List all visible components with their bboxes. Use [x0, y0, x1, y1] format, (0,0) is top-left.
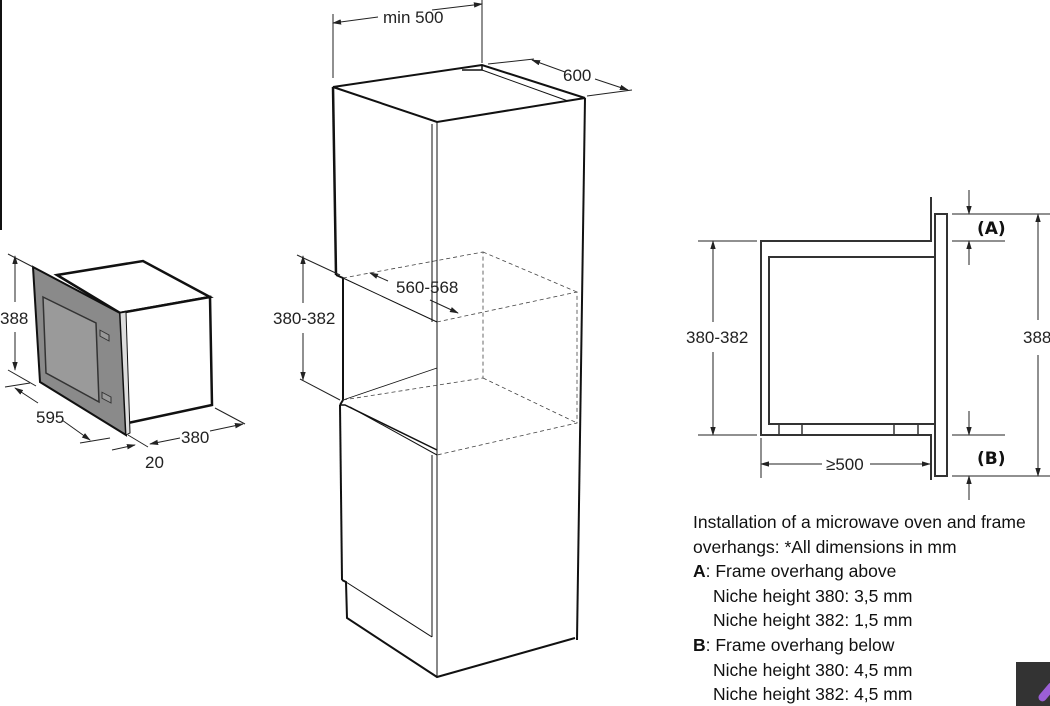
side-niche-height-label: 380-382 — [686, 328, 748, 347]
installation-notes: Installation of a microwave oven and fra… — [693, 510, 1026, 706]
note-b-heading: B: Frame overhang below — [693, 633, 1026, 658]
note-b-title: : Frame overhang below — [705, 634, 895, 655]
note-b-382: Niche height 382: 4,5 mm — [713, 684, 913, 705]
note-a-heading: A: Frame overhang above — [693, 559, 1026, 584]
microwave-height-label: 388 — [0, 309, 28, 328]
microwave-frame-label: 20 — [145, 453, 164, 472]
corner-overlay-icon — [1016, 662, 1050, 706]
niche-height-label: 380-382 — [273, 309, 335, 328]
microwave-dimensions — [4, 253, 246, 451]
notes-title-line1: Installation of a microwave oven and fra… — [693, 512, 1026, 532]
side-view-illustration — [760, 197, 948, 480]
niche-dashed-outline — [342, 251, 578, 456]
note-a-key: A — [693, 561, 706, 582]
cabinet-min-width-label: min 500 — [383, 8, 443, 27]
note-a-380: Niche height 380: 3,5 mm — [713, 585, 913, 606]
note-a-382: Niche height 382: 1,5 mm — [713, 610, 913, 631]
cabinet-illustration — [331, 63, 586, 679]
microwave-width-label: 595 — [36, 408, 64, 427]
side-total-height-label: 388 — [1023, 328, 1050, 347]
niche-width-label: 560-568 — [396, 278, 458, 297]
note-b-key: B — [693, 634, 706, 655]
cabinet-dimensions — [296, 0, 633, 401]
side-view-dimensions — [698, 190, 1050, 500]
note-a-title: : Frame overhang above — [705, 561, 897, 582]
label-a: (A) — [977, 219, 1006, 239]
side-depth-label: ≥500 — [826, 455, 864, 474]
note-b-380: Niche height 380: 4,5 mm — [713, 659, 913, 680]
cabinet-depth-label: 600 — [563, 66, 591, 85]
microwave-depth-label: 380 — [181, 428, 209, 447]
label-b: (B) — [977, 449, 1006, 469]
notes-title-line2: overhangs: *All dimensions in mm — [693, 536, 957, 557]
microwave-illustration — [31, 259, 214, 437]
